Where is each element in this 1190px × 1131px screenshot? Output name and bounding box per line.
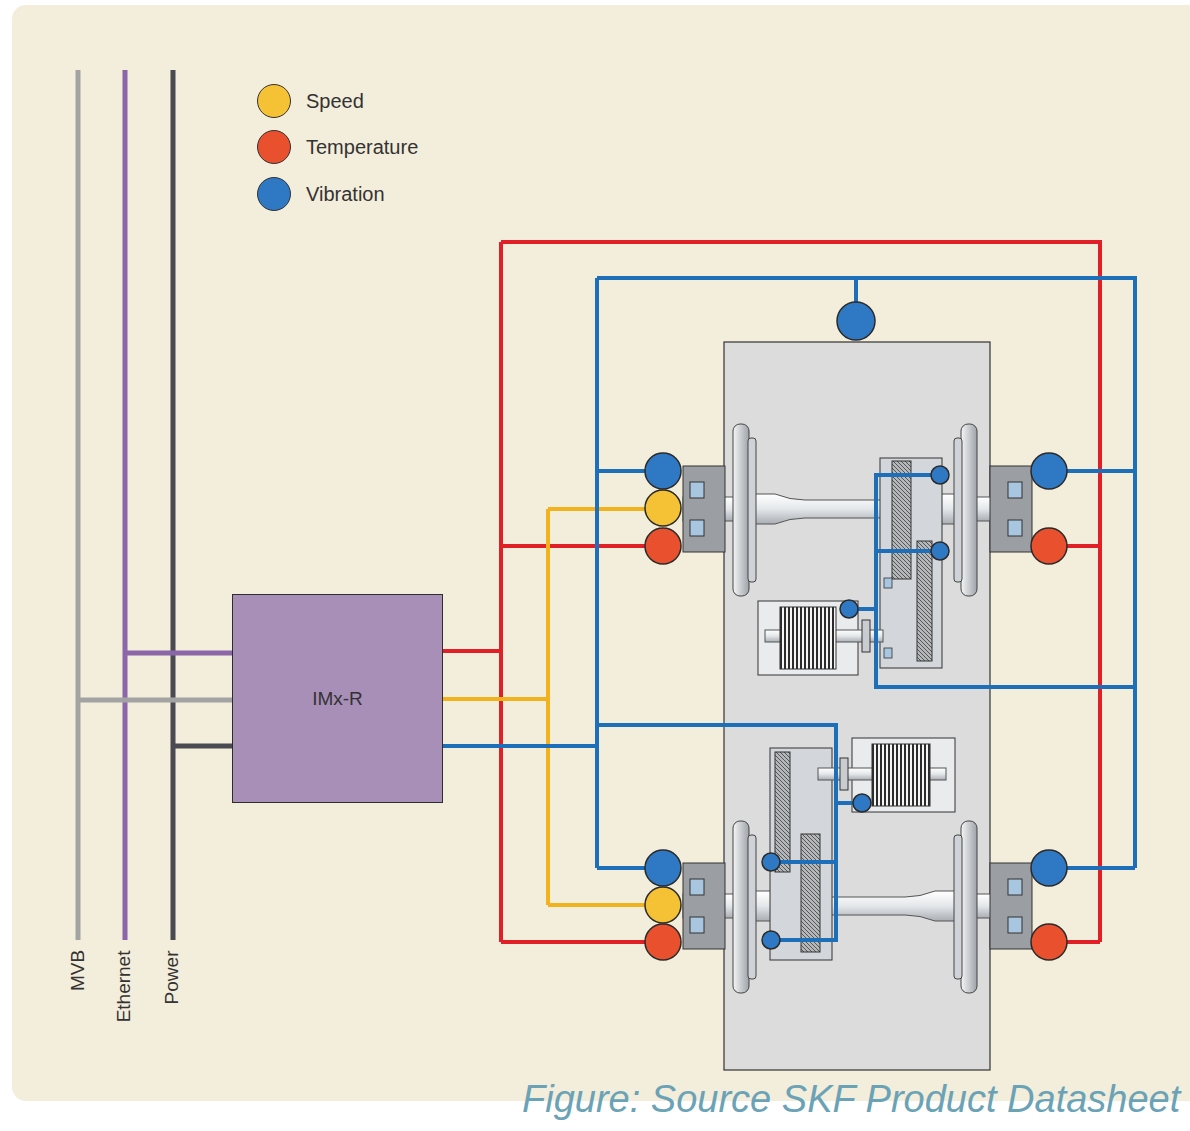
gear — [892, 461, 911, 579]
coupling — [840, 758, 848, 790]
vibration-sensor — [645, 453, 681, 489]
wheelset-front — [683, 424, 1032, 596]
pinion — [917, 541, 932, 661]
gearbox-wire — [849, 475, 1135, 687]
wheelset-rear — [683, 821, 1032, 993]
ethernet-link — [125, 651, 232, 656]
temperature-sensor — [1031, 924, 1067, 960]
coupling — [862, 620, 870, 652]
bearing — [884, 648, 892, 658]
bus-label: Power — [162, 950, 183, 1004]
caption: Figure: Source SKF Product Datasheet — [522, 1078, 1180, 1122]
sensors — [645, 302, 1067, 960]
legend-swatch — [257, 130, 291, 164]
temperature-sensor — [1031, 528, 1067, 564]
speed-sensor — [645, 490, 681, 526]
mvb-bus — [76, 70, 81, 940]
vibration-sensor — [1031, 453, 1067, 489]
controller-box: IMx-R — [232, 594, 443, 803]
gearbox — [880, 458, 942, 668]
legend-text: Vibration — [306, 183, 385, 205]
vibration-sensor — [840, 600, 858, 618]
vibration-sensor — [762, 853, 780, 871]
temperature-wire — [443, 242, 1100, 942]
vibration-sensor — [837, 302, 875, 340]
mvb-link — [78, 698, 232, 703]
node-text: IMx-R — [312, 688, 363, 710]
stator — [780, 607, 836, 669]
speed-sensor — [645, 887, 681, 923]
gear — [801, 834, 820, 952]
bearing — [884, 578, 892, 588]
vibration-sensor — [853, 794, 871, 812]
sensor-wiring — [443, 242, 1135, 942]
power-bus — [171, 70, 176, 940]
legend-swatch — [257, 177, 291, 211]
speed-wire — [443, 509, 663, 905]
vibration-wire — [443, 278, 1135, 868]
legend-text: Temperature — [306, 136, 418, 158]
bus-label: Ethernet — [114, 950, 135, 1022]
panel — [12, 5, 1190, 1101]
gearbox-wire — [597, 725, 862, 940]
stator — [872, 744, 930, 806]
vibration-sensor — [762, 931, 780, 949]
temperature-sensor — [645, 528, 681, 564]
pinion — [775, 752, 790, 872]
legend-swatch — [257, 84, 291, 118]
ethernet-bus — [123, 70, 128, 940]
bus-label: MVB — [68, 950, 89, 991]
vibration-sensor — [931, 542, 949, 560]
bogie-frame — [724, 342, 990, 1070]
temperature-sensor — [645, 924, 681, 960]
vibration-sensor — [931, 466, 949, 484]
vibration-sensor — [645, 850, 681, 886]
vibration-sensor — [1031, 850, 1067, 886]
power-link — [173, 744, 232, 749]
legend-text: Speed — [306, 90, 364, 112]
